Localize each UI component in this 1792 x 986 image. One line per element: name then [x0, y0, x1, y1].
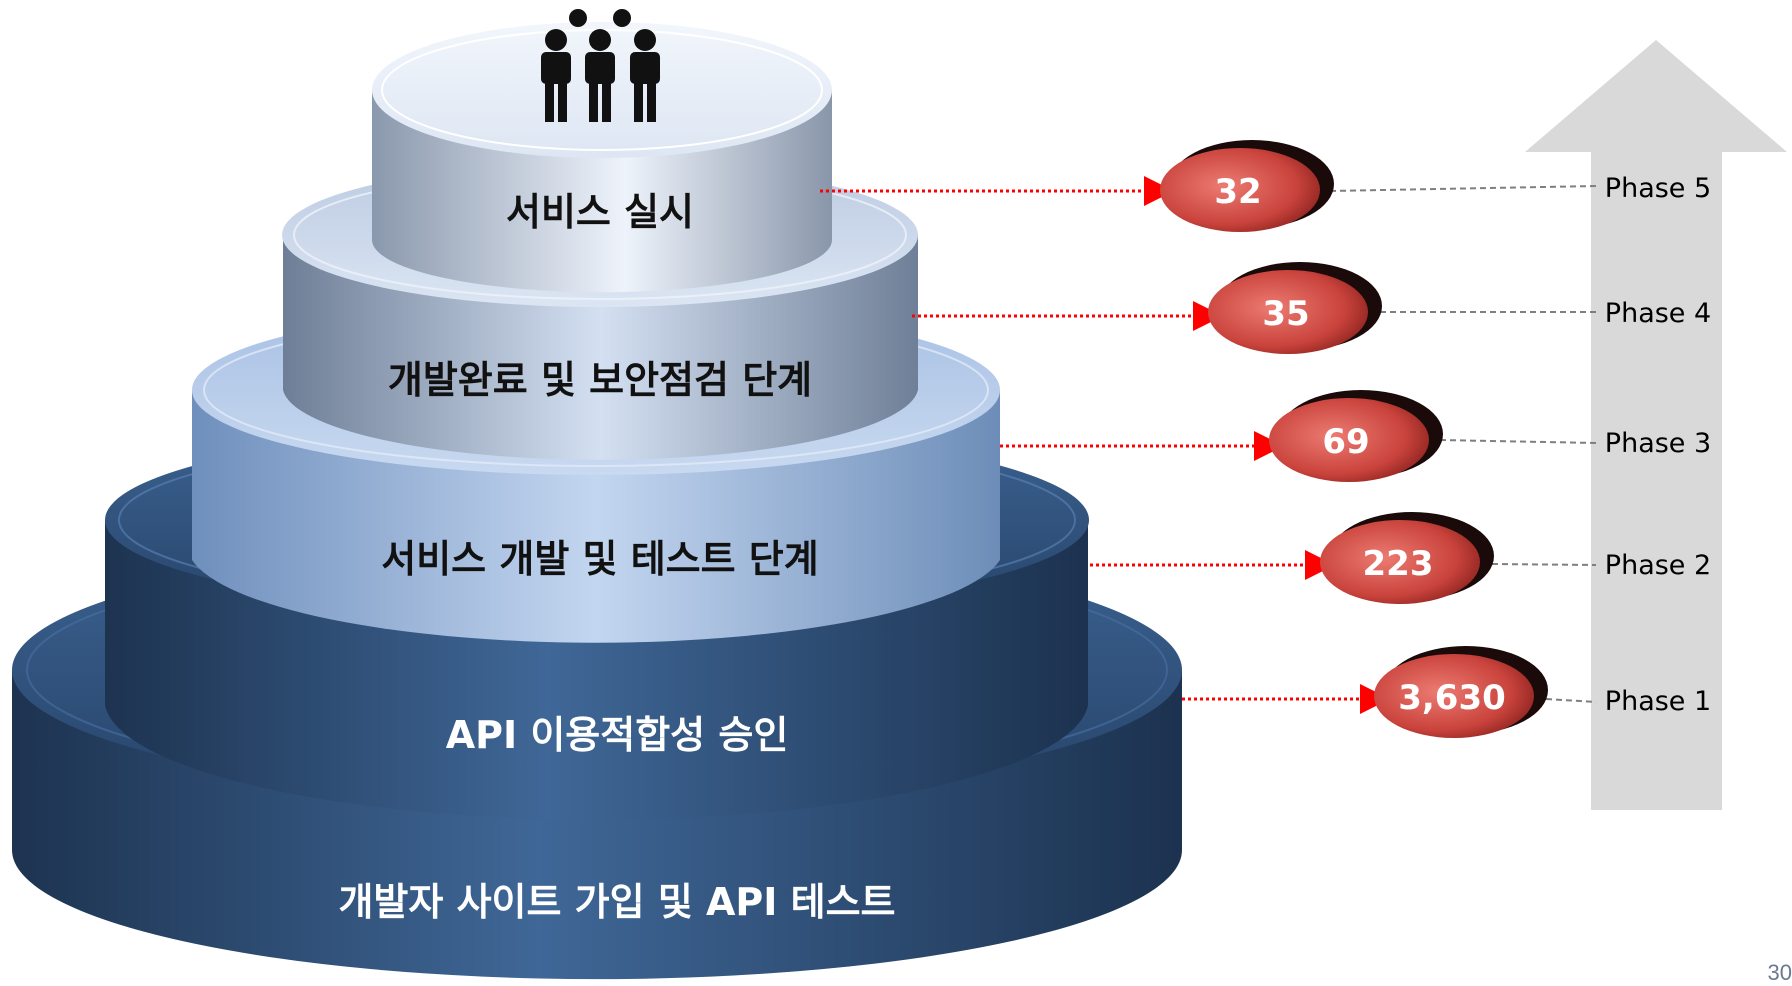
- count-phase-2: 223: [1363, 544, 1434, 584]
- tier-1-label: 개발자 사이트 가입 및 API 테스트: [338, 880, 895, 924]
- phase-4-label: Phase 4: [1605, 298, 1711, 329]
- page-number: 30: [1767, 960, 1792, 985]
- tier-2-label: API 이용적합성 승인: [446, 713, 789, 757]
- count-badge-phase-2: 223: [1320, 512, 1494, 604]
- count-phase-4: 35: [1262, 294, 1309, 334]
- phase-progress-arrow: [1525, 40, 1787, 810]
- tier-4-label: 개발완료 및 보안점검 단계: [388, 358, 812, 402]
- phase-3-label: Phase 3: [1605, 428, 1711, 459]
- pointer-lines: [820, 176, 1390, 714]
- count-badge-phase-4: 35: [1208, 262, 1382, 354]
- count-badge-phase-5: 32: [1160, 140, 1334, 232]
- phase-1-label: Phase 1: [1605, 686, 1711, 717]
- tier-3-label: 서비스 개발 및 테스트 단계: [381, 537, 818, 581]
- count-badge-phase-1: 3,630: [1374, 646, 1548, 738]
- phase-2-label: Phase 2: [1605, 550, 1711, 581]
- phase-5-label: Phase 5: [1605, 173, 1711, 204]
- count-phase-1: 3,630: [1398, 678, 1506, 718]
- count-phase-3: 69: [1322, 422, 1369, 462]
- count-phase-5: 32: [1214, 172, 1261, 212]
- tier-5-label: 서비스 실시: [506, 190, 694, 234]
- phase-connectors: [1329, 185, 1597, 703]
- count-badge-phase-3: 69: [1269, 390, 1443, 482]
- people-group-icon: [541, 9, 660, 122]
